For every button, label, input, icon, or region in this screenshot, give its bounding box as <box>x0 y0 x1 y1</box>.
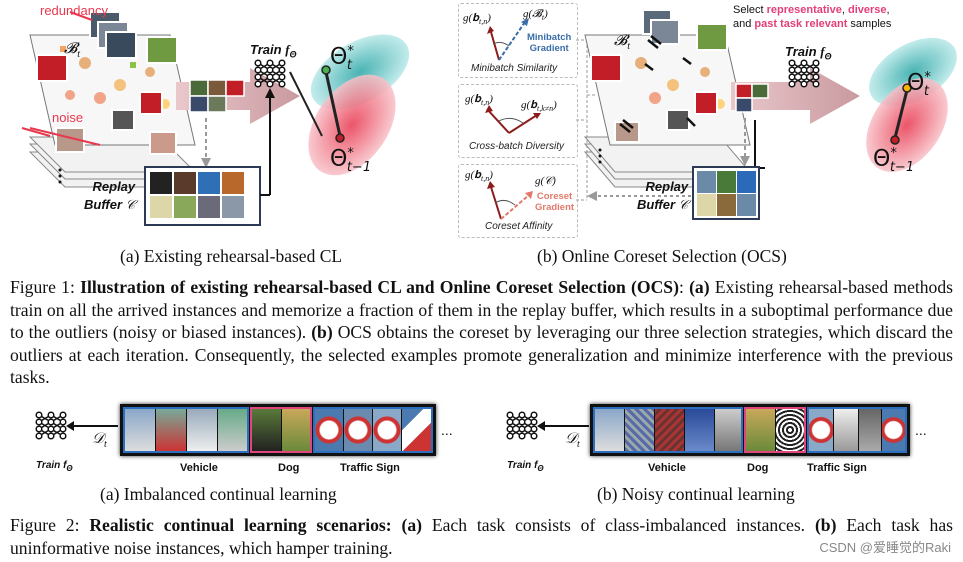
crossbatch-diversity-box: g(𝐛t,n) g(𝐛t,k≠n) Cross-batch Diversity <box>458 84 578 158</box>
box1-title: Minibatch Similarity <box>471 63 558 74</box>
theta-t1-label-ocs: Θ*t−1 <box>873 146 915 175</box>
dog-group-fig2a <box>250 407 312 453</box>
fig2-right-panel: 𝒟t Train fΘ ... Vehicle Dog Traffic Sign… <box>495 400 963 505</box>
box2-g2: g(𝐛t,k≠n) <box>521 99 557 114</box>
fig1-right-illustration <box>576 9 957 220</box>
train-label-fig2a: Train fΘ <box>36 460 73 473</box>
box1-gbtn: g(𝐛t,n) <box>463 12 491 27</box>
fig2-left-panel: 𝒟t Train fΘ ... Vehicle Dog Traffic Sign… <box>0 400 480 505</box>
figure1-caption: Figure 1: Illustration of existing rehea… <box>10 277 954 387</box>
neural-net-icon-ocs <box>788 59 820 88</box>
label-batch-bt-ocs: 𝓑t <box>614 33 631 52</box>
group-label-traffic-fig2b: Traffic Sign <box>807 462 867 474</box>
fig1-left-panel: redundancy noise 𝓑t Train fΘ Θ*t Θ*t−1 R… <box>0 0 440 270</box>
theta-t1-label: Θ*t−1 <box>330 146 372 175</box>
redundancy-arrow <box>69 11 93 21</box>
group-label-traffic-fig2a: Traffic Sign <box>340 462 400 474</box>
flow-arrow-ocs <box>731 68 860 124</box>
trajectory-line <box>324 71 342 137</box>
neural-net-icon <box>254 59 286 88</box>
discard-marks <box>619 35 696 133</box>
noise-arrow <box>21 127 51 137</box>
fig1-left-illustration <box>21 11 410 226</box>
box3-gc: g(𝒞) <box>535 175 556 187</box>
neural-net-icon-fig2b <box>506 411 538 440</box>
label-noise: noise <box>52 110 84 125</box>
fig2-left-caption: (a) Imbalanced continual learning <box>100 484 337 504</box>
dog-group-fig2b <box>744 407 806 453</box>
theta-t1-region <box>308 74 396 176</box>
group-label-dog-fig2a: Dog <box>278 462 300 474</box>
fig1-right-caption: (b) Online Coreset Selection (OCS) <box>537 246 787 266</box>
group-label-vehicle-fig2a: Vehicle <box>180 462 218 474</box>
dt-label-fig2b: 𝒟t <box>565 431 580 450</box>
vehicle-group-fig2b <box>593 407 743 453</box>
theta-t-label-ocs: Θ*t <box>907 70 931 99</box>
figure2-caption: Figure 2: Realistic continual learning s… <box>10 515 953 558</box>
label-redundancy: redundancy <box>40 3 108 18</box>
box3-title: Coreset Affinity <box>485 221 553 232</box>
traffic-group-fig2a <box>313 407 433 453</box>
batch-stack-ocs <box>583 34 752 188</box>
fig1-left-caption: (a) Existing rehearsal-based CL <box>120 246 343 266</box>
neural-net-icon-fig2a <box>35 411 67 440</box>
box1-gbt: g(𝓑t) <box>523 8 548 23</box>
train-label: Train fΘ <box>250 42 297 60</box>
dt-label-fig2a: 𝒟t <box>92 431 107 450</box>
group-label-dog-fig2b: Dog <box>747 462 769 474</box>
replay-buffer-label: Replay Buffer 𝒞 <box>84 179 136 212</box>
task-strip-fig2b <box>590 404 910 456</box>
watermark: CSDN @爱睡觉的Raki <box>819 540 951 555</box>
selection-note: Select representative, diverse, and past… <box>733 4 892 30</box>
box2-g1: g(𝐛t,n) <box>465 93 493 108</box>
label-batch-bt: 𝓑t <box>64 41 81 60</box>
task-strip-fig2a <box>120 404 436 456</box>
box3-g1: g(𝐛t,n) <box>465 169 493 184</box>
ellipsis-fig2b: ... <box>915 422 927 438</box>
ellipsis-fig2a: ... <box>441 422 453 438</box>
replay-buffer-label-ocs: Replay Buffer 𝒞 <box>637 179 689 212</box>
train-label-fig2b: Train fΘ <box>507 460 544 473</box>
box2-title: Cross-batch Diversity <box>469 141 565 152</box>
theta-t-label: Θ*t <box>330 44 354 73</box>
group-label-vehicle-fig2b: Vehicle <box>648 462 686 474</box>
traffic-group-fig2b <box>807 407 907 453</box>
train-label-ocs: Train fΘ <box>785 44 832 62</box>
fig2-right-caption: (b) Noisy continual learning <box>597 484 795 504</box>
vehicle-group-fig2a <box>123 407 249 453</box>
